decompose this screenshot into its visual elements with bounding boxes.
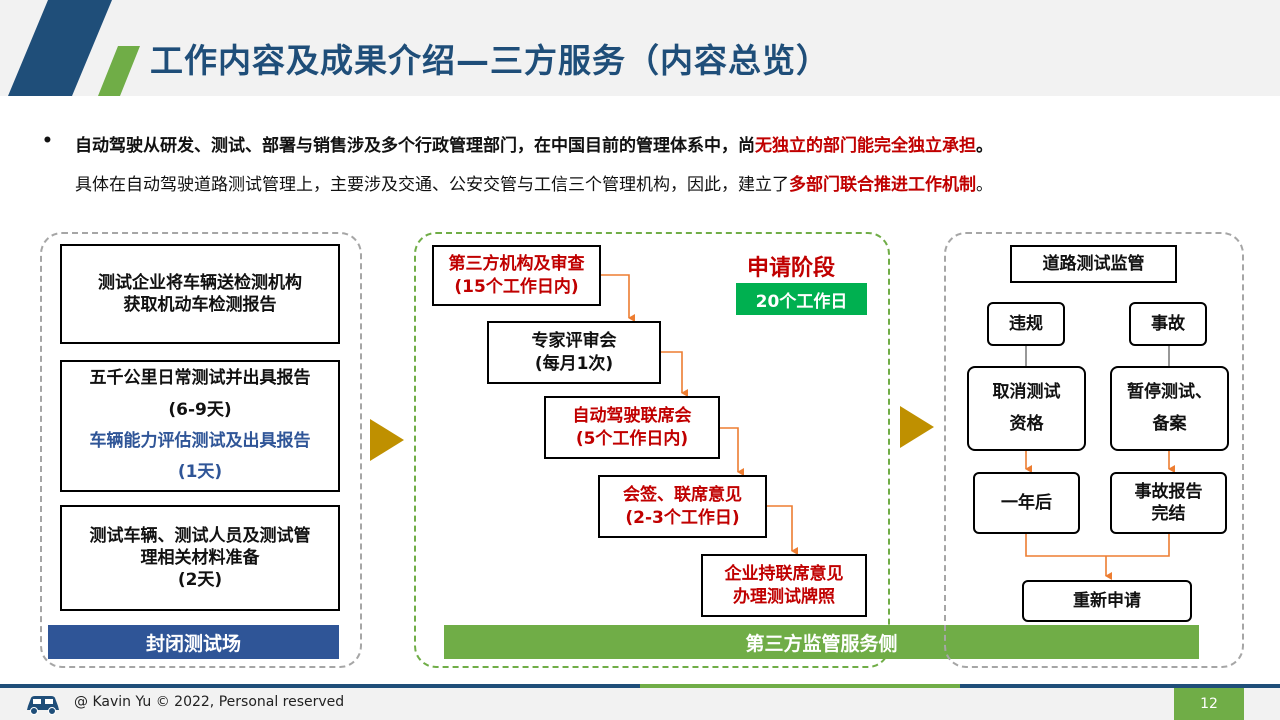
intro-line-1-end: 。	[976, 136, 993, 156]
intro-line-2-highlight: 多部门联合推进工作机制	[789, 175, 976, 195]
daily-testing-box: 五千公里日常测试并出具报告 (6-9天) 车辆能力评估测试及出具报告 (1天)	[60, 360, 340, 492]
daily-testing-line1: 五千公里日常测试并出具报告	[89, 368, 311, 389]
license-line1: 企业持联席意见	[724, 564, 844, 585]
license-line2: 办理测试牌照	[733, 586, 835, 607]
car-icon	[27, 696, 59, 715]
third-party-review-line2: (15个工作日内)	[454, 276, 579, 297]
accident-report-node: 事故报告 完结	[1110, 472, 1227, 534]
page-title: 工作内容及成果介绍—三方服务（内容总览）	[150, 41, 830, 80]
third-party-review-step: 第三方机构及审查 (15个工作日内)	[432, 245, 601, 306]
materials-prep-line3: (2天)	[177, 570, 223, 591]
countersign-line1: 会签、联席意见	[623, 485, 742, 506]
accident-report-line2: 完结	[1151, 504, 1186, 524]
countersign-line2: (2-3个工作日)	[625, 507, 740, 528]
flow-arrow-middle-to-right	[900, 406, 934, 448]
application-stage-title: 申请阶段	[747, 256, 836, 281]
page-number: 12	[1174, 688, 1244, 720]
daily-testing-line2: (6-9天)	[168, 399, 232, 420]
intro-line-2: 具体在自动驾驶道路测试管理上，主要涉及交通、公安交管与工信三个管理机构，因此，建…	[75, 170, 993, 195]
countersign-step: 会签、联席意见 (2-3个工作日)	[598, 475, 767, 538]
pause-testing-line2: 备案	[1152, 413, 1187, 434]
expert-review-line2: (每月1次)	[534, 353, 614, 374]
cancel-qualification-node: 取消测试 资格	[967, 366, 1086, 451]
violation-node: 违规	[987, 302, 1065, 346]
materials-prep-box: 测试车辆、测试人员及测试管 理相关材料准备 (2天)	[60, 505, 340, 611]
sent-to-testing-line1: 测试企业将车辆送检测机构	[98, 272, 302, 293]
pause-testing-node: 暂停测试、 备案	[1110, 366, 1229, 451]
footer-rule-green	[640, 684, 960, 688]
middle-panel-frame	[414, 232, 890, 668]
left-panel-frame	[40, 232, 362, 668]
right-panel-frame	[944, 232, 1244, 668]
reapply-node: 重新申请	[1022, 580, 1192, 622]
joint-meeting-line1: 自动驾驶联席会	[572, 406, 692, 427]
accident-report-line1: 事故报告	[1134, 481, 1203, 502]
sent-to-testing-line2: 获取机动车检测报告	[123, 295, 277, 315]
bullet-marker: •	[42, 131, 53, 151]
capability-test-line1: 车辆能力评估测试及出具报告	[89, 431, 311, 451]
materials-prep-line1: 测试车辆、测试人员及测试管	[89, 525, 311, 546]
closed-test-site-bar: 封闭测试场	[48, 625, 339, 659]
footer-credit: @ Kavin Yu © 2022, Personal reserved	[74, 694, 345, 710]
accident-node: 事故	[1129, 302, 1207, 346]
intro-line-1: 自动驾驶从研发、测试、部署与销售涉及多个行政管理部门，在中国目前的管理体系中，尚…	[75, 131, 993, 156]
intro-line-2-text: 具体在自动驾驶道路测试管理上，主要涉及交通、公安交管与工信三个管理机构，因此，建…	[75, 175, 789, 195]
joint-meeting-step: 自动驾驶联席会 (5个工作日内)	[544, 396, 720, 459]
third-party-review-line1: 第三方机构及审查	[448, 254, 585, 275]
application-stage-badge: 20个工作日	[736, 283, 867, 315]
joint-meeting-line2: (5个工作日内)	[575, 428, 689, 449]
license-step: 企业持联席意见 办理测试牌照	[701, 554, 867, 617]
flow-arrow-left-to-middle	[370, 419, 404, 461]
intro-line-1-highlight: 无独立的部门能完全独立承担	[755, 136, 976, 156]
expert-review-step: 专家评审会 (每月1次)	[487, 321, 661, 384]
intro-line-1-text: 自动驾驶从研发、测试、部署与销售涉及多个行政管理部门，在中国目前的管理体系中，尚	[75, 136, 755, 156]
footer-band	[0, 688, 1280, 720]
header-band	[0, 0, 1280, 96]
pause-testing-line1: 暂停测试、	[1127, 382, 1212, 403]
cancel-qualification-line1: 取消测试	[992, 382, 1061, 403]
header-logo-stripes	[8, 0, 140, 96]
capability-test-line2: (1天)	[177, 462, 223, 483]
expert-review-line1: 专家评审会	[531, 331, 617, 352]
sent-to-testing-box: 测试企业将车辆送检测机构 获取机动车检测报告	[60, 244, 340, 344]
one-year-later-node: 一年后	[973, 472, 1080, 534]
materials-prep-line2: 理相关材料准备	[140, 547, 260, 568]
road-test-supervision-title: 道路测试监管	[1010, 245, 1177, 283]
third-party-service-bar: 第三方监管服务侧	[444, 625, 1199, 659]
cancel-qualification-line2: 资格	[1009, 413, 1044, 434]
intro-line-2-end: 。	[976, 175, 993, 195]
